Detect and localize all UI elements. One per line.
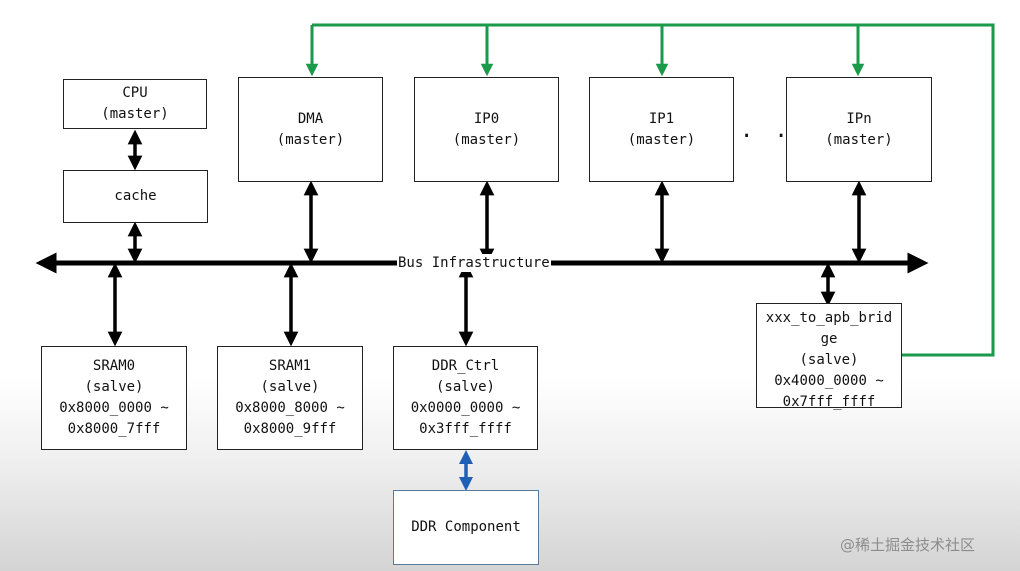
sram1-range-start: 0x8000_8000 ~ (235, 400, 345, 416)
cpu-name: CPU (122, 85, 148, 101)
ddr-ctrl-range-end: 0x3fff_ffff (419, 421, 512, 437)
dma-role: (master) (276, 131, 345, 148)
cache-block: cache (63, 170, 208, 223)
cache-name: cache (114, 188, 157, 204)
sram1-name: SRAM1 (268, 358, 312, 374)
bridge-name-line2: ge (820, 331, 838, 347)
ddr-component-block: DDR Component (393, 490, 539, 565)
watermark: @稀土掘金技术社区 (840, 536, 976, 554)
sram1-range-end: 0x8000_9fff (243, 421, 337, 437)
ip1-name: IP1 (648, 110, 675, 127)
ip0-role: (master) (452, 131, 521, 148)
sram1-role: (salve) (260, 379, 320, 395)
bus-label: Bus Infrastructure (397, 254, 551, 272)
dma-name: DMA (297, 110, 324, 127)
bridge-range-start: 0x4000_0000 ~ (774, 373, 884, 389)
sram0-name: SRAM0 (92, 358, 136, 374)
ip0-name: IP0 (473, 110, 500, 127)
ip0-block: IP0 (master) (414, 77, 559, 182)
sram1-block: SRAM1 (salve) 0x8000_8000 ~ 0x8000_9fff (217, 346, 363, 450)
ipn-role: (master) (825, 131, 893, 148)
sram0-range-end: 0x8000_7fff (67, 421, 161, 437)
dma-block: DMA (master) (238, 77, 383, 182)
cpu-role: (master) (101, 106, 169, 122)
ipn-name: IPn (846, 110, 872, 127)
sram0-role: (salve) (84, 379, 144, 395)
bridge-name-line1: xxx_to_apb_brid (765, 310, 893, 326)
ip1-role: (master) (627, 131, 696, 148)
bridge-to-masters-path (305, 23, 995, 357)
ddr-ctrl-range-start: 0x0000_0000 ~ (410, 400, 521, 416)
ip1-block: IP1 (master) (589, 77, 734, 182)
apb-bridge-block: xxx_to_apb_brid ge (salve) 0x4000_0000 ~… (756, 303, 902, 410)
ddr-component-name: DDR Component (411, 519, 521, 535)
ipn-block: IPn (master) (786, 77, 932, 182)
sram0-block: SRAM0 (salve) 0x8000_0000 ~ 0x8000_7fff (41, 346, 187, 450)
ddr-ctrl-role: (salve) (435, 379, 495, 395)
cpu-block: CPU (master) (63, 79, 207, 129)
sram0-range-start: 0x8000_0000 ~ (59, 400, 169, 416)
bridge-role: (salve) (799, 352, 859, 368)
bridge-range-end: 0x7fff_ffff (782, 394, 876, 410)
ddr-ctrl-block: DDR_Ctrl (salve) 0x0000_0000 ~ 0x3fff_ff… (393, 346, 538, 450)
ddr-ctrl-name: DDR_Ctrl (431, 358, 500, 374)
